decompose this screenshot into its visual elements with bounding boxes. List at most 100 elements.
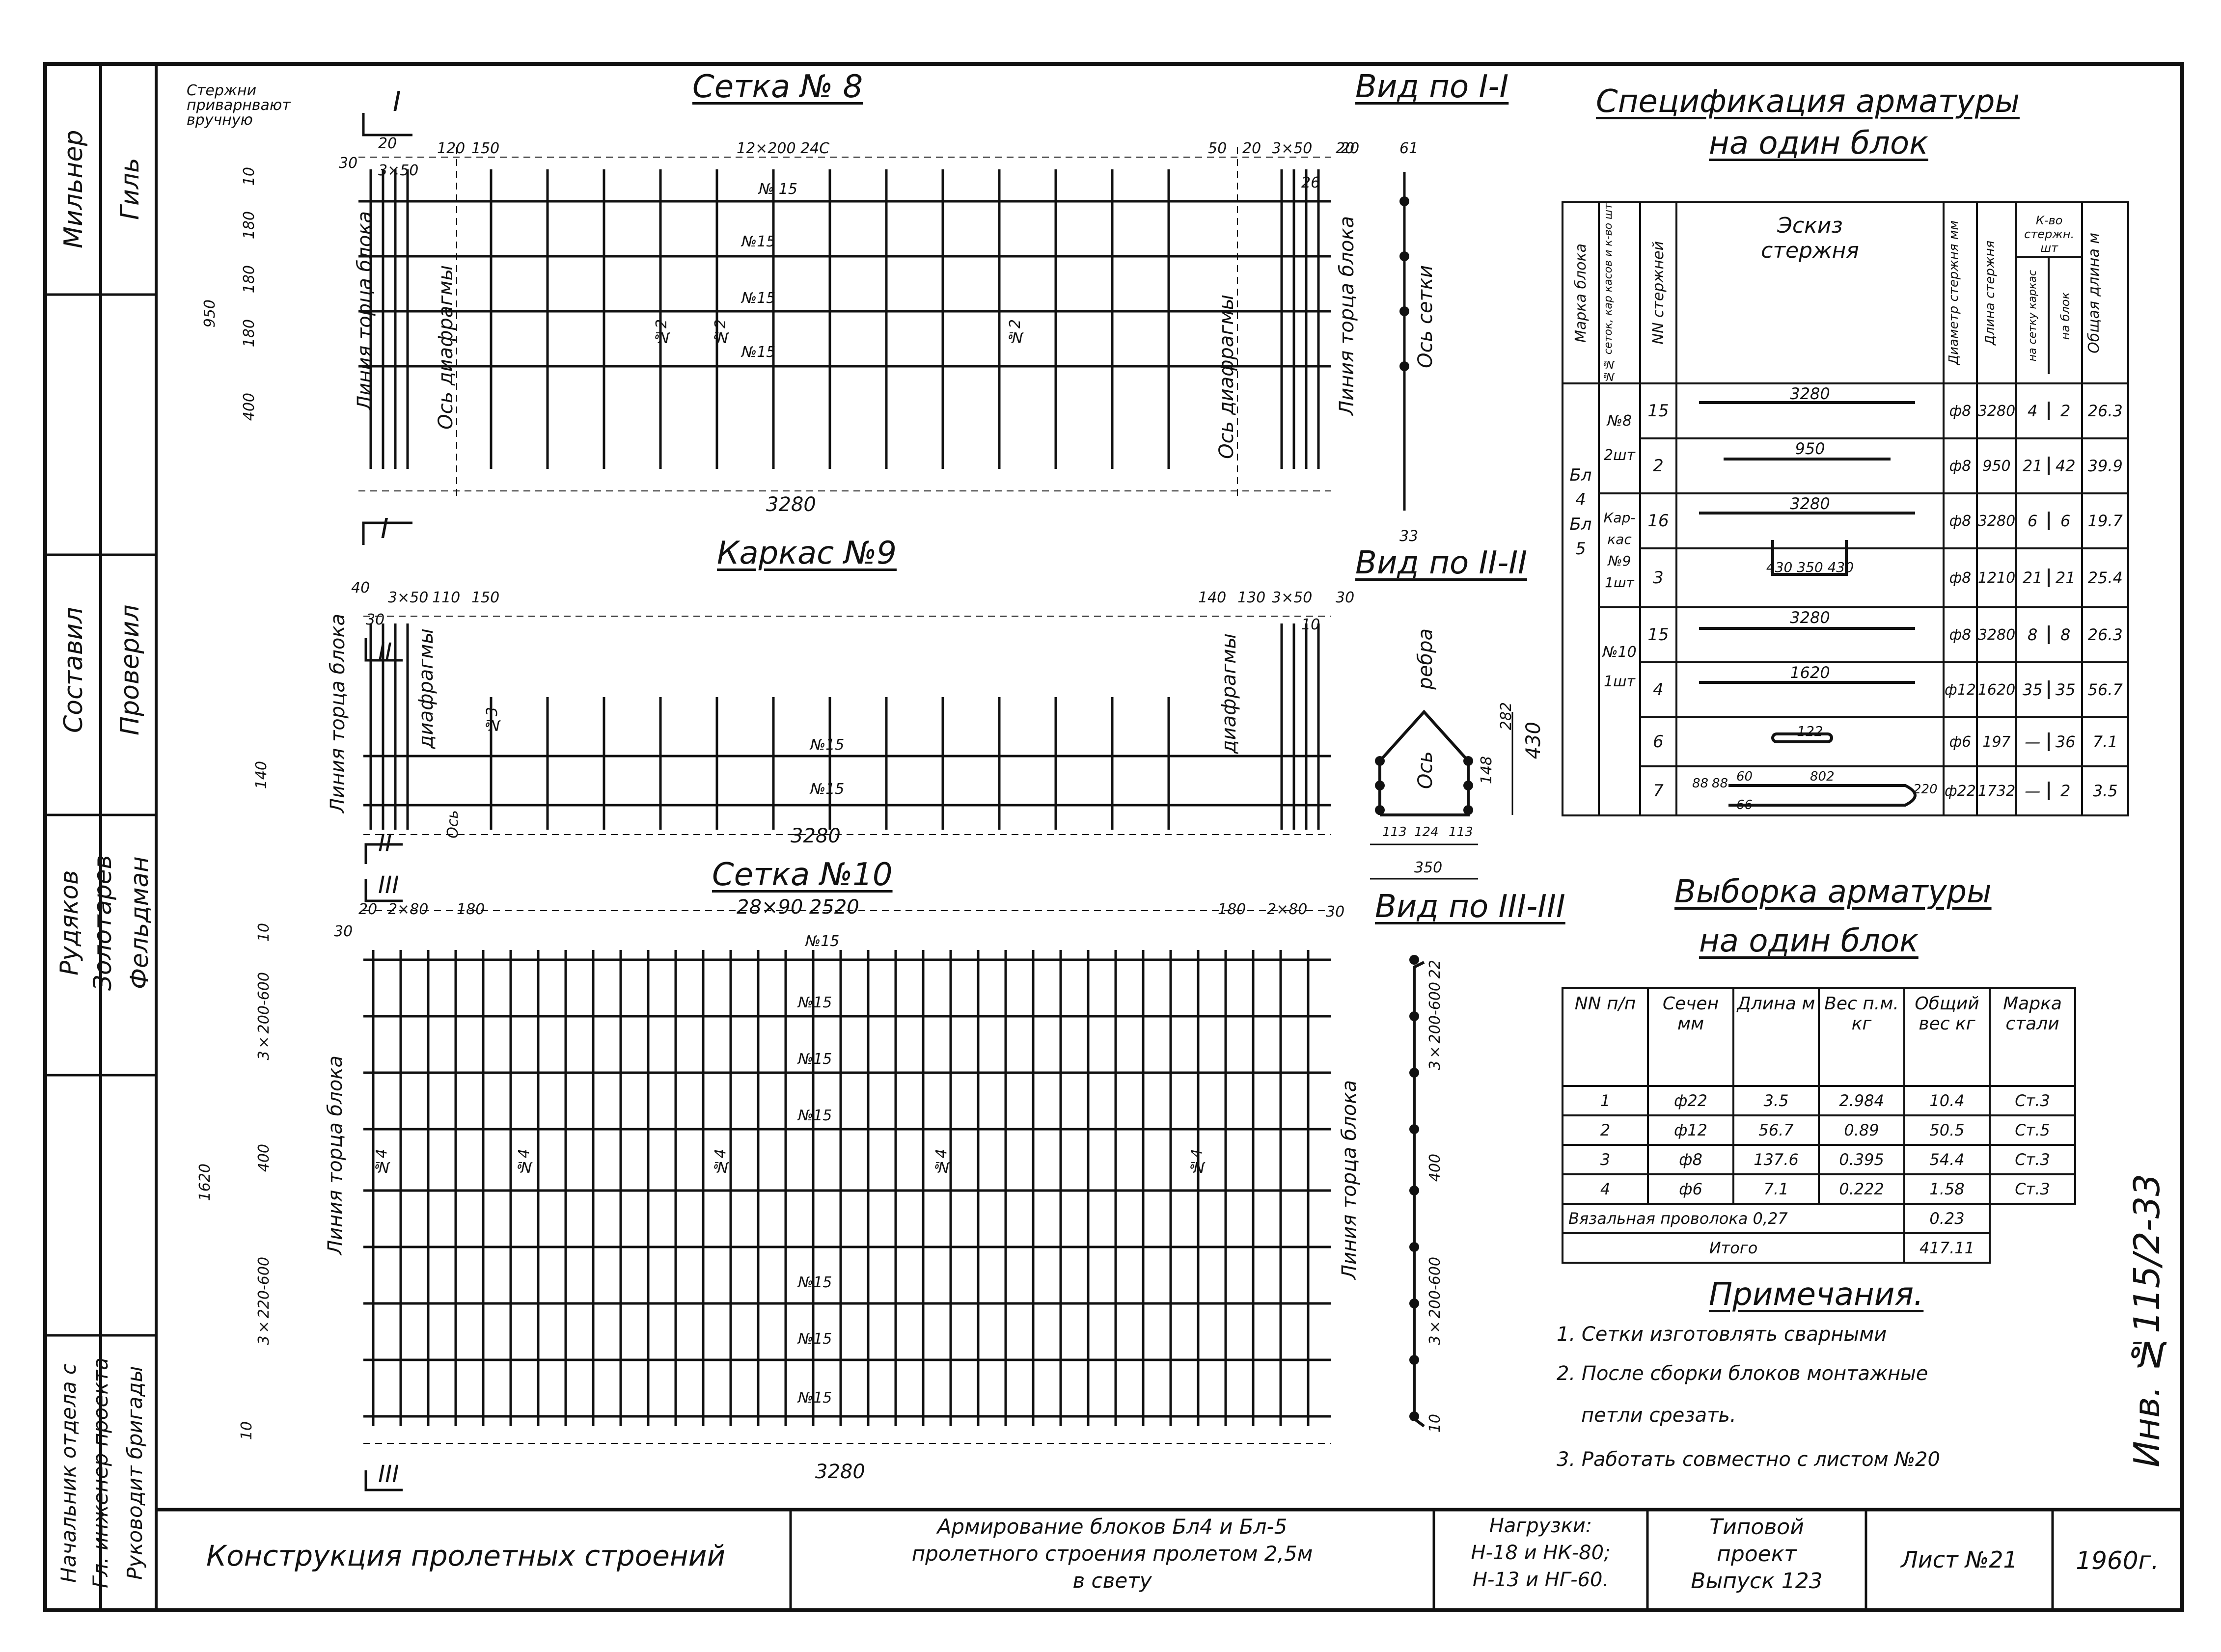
- spec-r7-sketch: 122: [1675, 716, 1945, 768]
- spec-r7-total: 7.1: [2081, 716, 2130, 768]
- spec-r1-cnt1: 4: [2017, 402, 2050, 421]
- vyborka-r2-c4: 0.89: [1818, 1114, 1905, 1146]
- vyborka-r4-c4: 0.222: [1818, 1173, 1905, 1205]
- spec-r4-nn: 3: [1639, 547, 1677, 609]
- spec-r3-sketch: 3280: [1675, 492, 1945, 550]
- stamp-name-1: Мильнер: [59, 130, 88, 248]
- tb-loads-2: Н-18 и НК-80;: [1471, 1542, 1611, 1564]
- note-2: 2. После сборки блоков монтажные: [1557, 1362, 1928, 1385]
- setka10-topdim-4: 180: [457, 901, 485, 918]
- spec-r5-cnt2: 8: [2060, 625, 2071, 645]
- setka8-section-mark-bottom: I: [381, 513, 389, 545]
- spec-r4-len: 1210: [1975, 547, 2018, 609]
- vyborka-r2-c2: ф12: [1647, 1114, 1734, 1146]
- vyborka-wire-label: Вязальная проволока 0,27: [1562, 1203, 1905, 1234]
- view3-dim-4: 3×200-600: [1426, 1257, 1444, 1345]
- setka10-bar-4-b: №4: [516, 1149, 533, 1176]
- karkas9-topdim-4: 110: [432, 589, 461, 606]
- spec-r3-cnt1: 6: [2017, 512, 2050, 531]
- spec-r3-cnt2: 6: [2060, 512, 2071, 531]
- spec-r7-len: 197: [1975, 716, 2018, 768]
- vyborka-r3-c5: 54.4: [1903, 1144, 1991, 1175]
- vyborka-r1-c1: 1: [1562, 1085, 1649, 1116]
- stamp-role-proveril: Проверил: [115, 604, 145, 736]
- view3-bar-dot: [1409, 1299, 1419, 1308]
- setka10-topdim-7: 30: [1326, 903, 1345, 921]
- setka10-leftdim-4: 3×220-600: [255, 1257, 273, 1345]
- setka8-leftdim-5: 400: [241, 393, 258, 421]
- spec-group-8: №8: [1607, 412, 1632, 430]
- setka8-topdim-5: 12×200 24С: [737, 140, 830, 157]
- view3-bar-dot: [1409, 1124, 1419, 1134]
- view3-bar-dot: [1409, 1011, 1419, 1021]
- vyborka-h-weight: Вес п.м. кг: [1818, 987, 1905, 1087]
- setka8-title: Сетка № 8: [692, 69, 863, 105]
- view1-bar-dot: [1399, 251, 1409, 261]
- tb-project-2: проект: [1717, 1542, 1797, 1567]
- spec-r2-total: 39.9: [2081, 437, 2130, 495]
- setka10-bars: [372, 950, 1310, 1426]
- spec-r8-diam: ф22: [1943, 765, 1978, 817]
- setka10-bar-4-c: №4: [712, 1149, 729, 1176]
- tb-year: 1960г.: [2076, 1546, 2159, 1575]
- view3-title: Вид по III-III: [1375, 889, 1565, 925]
- spec-r4-total: 25.4: [2081, 547, 2130, 609]
- spec-h-sets: №№ сеток, кар касов и к-во шт: [1602, 203, 1615, 383]
- spec-r8-extra-1: 88: [1692, 776, 1709, 791]
- spec-r1-nn: 15: [1639, 382, 1677, 440]
- setka10-bar-4-d: №4: [933, 1149, 950, 1176]
- setka8-bars: [369, 169, 1320, 469]
- vyborka-h-nn: NN п/п: [1562, 987, 1649, 1087]
- view2-section: [1378, 709, 1470, 816]
- setka10-topdim-3: 2×80: [388, 901, 429, 918]
- view2-label-axis: Ось: [1414, 751, 1437, 789]
- spec-r8-len: 1732: [1975, 765, 2018, 817]
- tb-project-1: Типовой: [1709, 1515, 1804, 1540]
- setka10-label-end-right: Линия торца блока: [1338, 1080, 1361, 1279]
- spec-r5-total: 26.3: [2081, 606, 2130, 664]
- vyborka-r1-c5: 10.4: [1903, 1085, 1991, 1116]
- spec-h-count: К-во стержн. шт: [2017, 212, 2082, 258]
- view3-bar-dot: [1409, 1242, 1419, 1252]
- spec-r8-extra-4: 220: [1913, 782, 1938, 797]
- tb-sheet: Лист №21: [1901, 1546, 2018, 1573]
- setka8-label-end-left: Линия торца блока: [354, 211, 376, 410]
- view1-dim-3: 33: [1399, 528, 1419, 545]
- vyborka-r4-c1: 4: [1562, 1173, 1649, 1205]
- setka8-bar-15-c: №15: [741, 290, 776, 307]
- vyborka-r2-c6: Ст.5: [1989, 1114, 2076, 1146]
- inventory-number: Инв. №115/2-33: [2126, 1173, 2167, 1468]
- setka8-leftdim-4: 180: [241, 319, 258, 348]
- karkas9-topdim-1: 40: [351, 579, 370, 596]
- karkas9-leftdim-1: 140: [253, 761, 270, 789]
- vyborka-r4-c2: ф6: [1647, 1173, 1734, 1205]
- spec-r3-len: 3280: [1975, 492, 2018, 550]
- vyborka-r4-c6: Ст.3: [1989, 1173, 2076, 1205]
- notes-title: Примечания.: [1709, 1276, 1924, 1313]
- karkas9-label-axis: Ось: [444, 810, 462, 839]
- karkas9-topdim-8: 3×50: [1272, 589, 1313, 606]
- setka10-section-mark: III: [378, 871, 399, 899]
- karkas9-label-diaphragm-right: диафрагмы: [1218, 633, 1240, 754]
- spec-r1-cnt2: 2: [2060, 402, 2071, 421]
- vyborka-r1-c3: 3.5: [1732, 1085, 1820, 1116]
- vyborka-title-2: на один блок: [1699, 923, 1919, 959]
- spec-r4-sketch: 430 350 430: [1675, 547, 1945, 609]
- karkas9-label-end-left: Линия торца блока: [327, 614, 349, 813]
- view2-dim-1: 148: [1478, 756, 1495, 785]
- setka8-label-end-right: Линия торца блока: [1336, 216, 1358, 415]
- spec-r5-nn: 15: [1639, 606, 1677, 664]
- spec-r7-nn: 6: [1639, 716, 1677, 768]
- vyborka-r1-c2: ф22: [1647, 1085, 1734, 1116]
- spec-r7-diam: ф6: [1943, 716, 1978, 768]
- setka8-label-axis-left: Ось диафрагмы: [435, 265, 457, 430]
- view1-title: Вид по I-I: [1355, 69, 1509, 105]
- note-1: 1. Сетки изготовлять сварными: [1557, 1323, 1887, 1346]
- spec-h-diam: Диаметр стержня мм: [1946, 220, 1961, 365]
- spec-title-1: Спецификация арматуры: [1596, 83, 2020, 120]
- spec-r2-nn: 2: [1639, 437, 1677, 495]
- spec-h-sketch: Эскиз стержня: [1761, 213, 1859, 263]
- view1-bar-dot: [1399, 361, 1409, 371]
- spec-block-mark-3: Бл: [1569, 515, 1592, 535]
- spec-block-mark-1: Бл: [1569, 465, 1592, 486]
